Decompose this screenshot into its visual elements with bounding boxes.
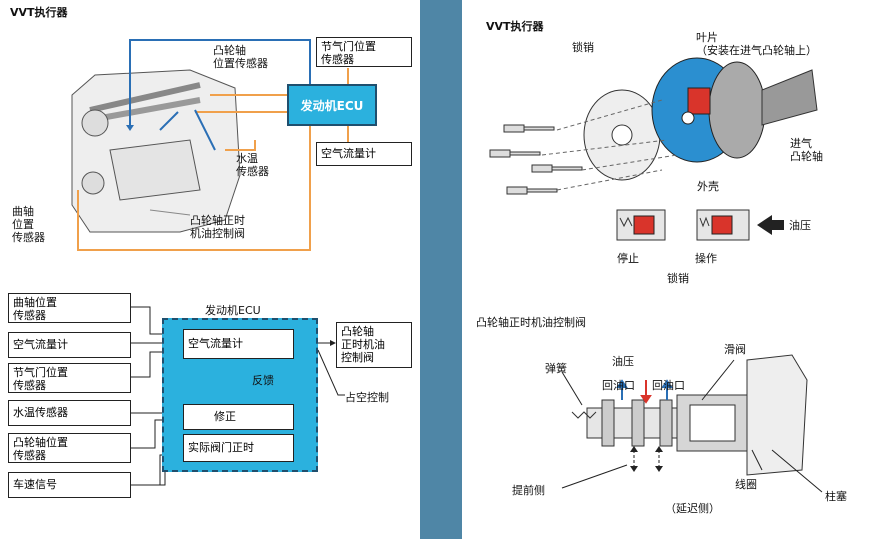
input-cam-sensor: 凸轮轴位置 传感器 [8, 433, 131, 463]
retard-side-label: （延迟侧） [665, 502, 720, 515]
correction-box: 修正 [183, 404, 294, 430]
oil-pressure-arrow [757, 215, 784, 235]
spool-label: 滑阀 [724, 343, 746, 356]
blue-signal-lines [129, 39, 311, 151]
actual-valve-timing-box: 实际阀门正时 [183, 434, 294, 462]
vane-red [687, 87, 711, 115]
lock-pin-label: 锁销 [572, 41, 594, 54]
return-port-2-label: 回油口 [652, 379, 685, 392]
water-temp-sensor-label: 水温 传感器 [236, 152, 269, 178]
left-panel: VVT执行器 凸轮轴 位置传感器 节气门位置 传感器 发动机ECU 空气流量计 … [0, 0, 420, 539]
left-title: VVT执行器 [10, 6, 68, 19]
housing-label: 外壳 [697, 180, 719, 193]
bolts [489, 124, 583, 195]
intake-camshaft-label: 进气 凸轮轴 [790, 137, 823, 163]
input-vehicle-speed: 车速信号 [8, 472, 131, 498]
plunger-label: 柱塞 [825, 490, 847, 503]
lock-pin-operate [696, 209, 750, 241]
input-crank-sensor: 曲轴位置 传感器 [8, 293, 131, 323]
sprocket [708, 61, 766, 159]
advance-side-label: 提前侧 [512, 484, 545, 497]
lock-pin-stop [616, 209, 666, 241]
spring-label: 弹簧 [545, 362, 567, 375]
leader-lines [561, 359, 823, 493]
operate-label: 操作 [695, 252, 717, 265]
airflow-meter-box: 空气流量计 [316, 142, 412, 166]
ecu-block-title: 发动机ECU [205, 304, 261, 317]
oil-pressure-ocv-label: 油压 [612, 355, 634, 368]
ocv-output-box: 凸轮轴 正时机油 控制阀 [336, 322, 412, 368]
right-panel: VVT执行器 锁销 叶片 （安装在进气凸轮轴上） 进气 凸轮轴 外壳 油压 停止… [462, 0, 870, 539]
right-title: VVT执行器 [486, 20, 544, 33]
right-diagram [489, 57, 823, 493]
coil-label: 线圈 [735, 478, 757, 491]
input-water-temp: 水温传感器 [8, 400, 131, 426]
lock-pin-caption: 锁销 [667, 272, 689, 285]
ocv-label: 凸轮轴正时 机油控制阀 [190, 214, 245, 240]
orange-signal-lines [77, 68, 349, 251]
return-port-1-label: 回油口 [602, 379, 635, 392]
ocv-cutaway [571, 354, 808, 476]
left-diagram-lines [71, 39, 352, 486]
ocv-title: 凸轮轴正时机油控制阀 [476, 316, 586, 329]
duty-control-label: 占空控制 [345, 391, 389, 404]
feedback-label: 反馈 [252, 374, 274, 387]
engine-ecu-box: 发动机ECU [287, 84, 377, 126]
oil-pressure-label: 油压 [789, 219, 811, 232]
ecu-airflow-box: 空气流量计 [183, 329, 294, 359]
crank-position-sensor-label: 曲轴 位置 传感器 [12, 205, 45, 244]
input-throttle-sensor: 节气门位置 传感器 [8, 363, 131, 393]
stop-label: 停止 [617, 252, 639, 265]
engine-illustration [71, 69, 241, 233]
throttle-position-sensor-box: 节气门位置 传感器 [316, 37, 412, 67]
cam-position-sensor-label: 凸轮轴 位置传感器 [213, 44, 268, 70]
vane-label: 叶片 （安装在进气凸轮轴上） [696, 31, 817, 57]
intake-camshaft-shape [761, 69, 818, 126]
input-airflow-meter: 空气流量计 [8, 332, 131, 358]
